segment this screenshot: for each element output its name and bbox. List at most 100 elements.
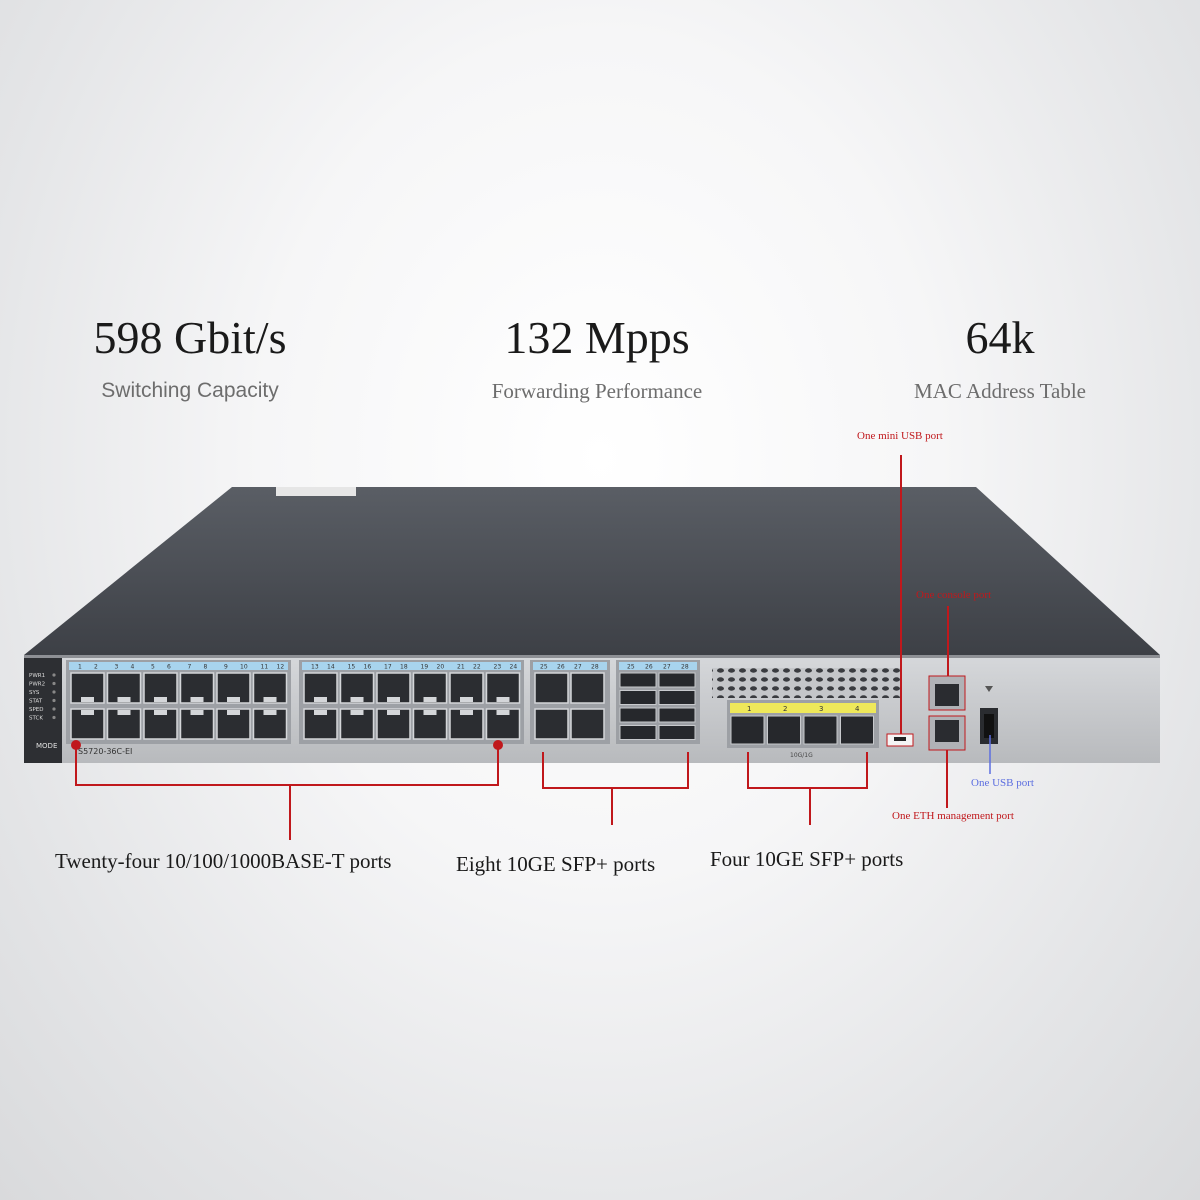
stat-value: 132 Mpps [504, 312, 690, 363]
rj45-latch [350, 697, 364, 702]
led-label: PWR2 [29, 682, 45, 688]
port-number: 10 [240, 664, 248, 671]
port-number: 27 [663, 664, 671, 671]
port-number: 9 [224, 664, 228, 671]
callout-usb: One USB port [971, 777, 1034, 789]
rj45-latch [227, 697, 240, 702]
rj45-latch [350, 710, 364, 715]
port-number: 2 [783, 705, 787, 713]
rj45-port [534, 708, 569, 740]
led-label: STCK [29, 716, 43, 722]
port-number: 8 [204, 664, 208, 671]
sfp-cage [619, 690, 657, 705]
label-sfp-eight: Eight 10GE SFP+ ports [456, 852, 656, 876]
port-number: 16 [364, 664, 372, 671]
port-number: 17 [384, 664, 392, 671]
port-number: 22 [473, 664, 481, 671]
led-indicator [52, 715, 56, 720]
mode-label: MODE [36, 742, 57, 750]
rj45-port [534, 672, 569, 704]
port-number: 23 [494, 664, 502, 671]
port-number-strip [302, 662, 521, 670]
label-sfp-four: Four 10GE SFP+ ports [710, 847, 904, 871]
port-number: 26 [557, 664, 565, 671]
port-number: 28 [591, 664, 599, 671]
callout-console: One console port [916, 589, 992, 601]
sfp-cage [619, 725, 657, 740]
port-number: 25 [540, 664, 548, 671]
led-label: SPED [29, 707, 44, 713]
rj45-latch [117, 710, 131, 715]
rj45-latch [81, 697, 94, 702]
port-number-strip [69, 662, 288, 670]
port-number-strip [619, 662, 697, 670]
port-number: 6 [167, 664, 171, 671]
led-indicator [52, 681, 56, 686]
sfp-cage [619, 672, 657, 688]
speed-label: 10G/1G [790, 752, 813, 759]
led-indicator [52, 690, 56, 694]
port-number: 14 [327, 664, 335, 671]
rj45-port [376, 708, 411, 740]
rj45-latch [387, 697, 400, 702]
chassis-label-sticker [276, 487, 356, 496]
port-number: 15 [348, 664, 356, 671]
callout-lines [75, 455, 949, 840]
sfp-cage [658, 707, 696, 723]
sfp-cage [619, 707, 657, 723]
stat-value: 598 Gbit/s [93, 312, 287, 363]
rj45-latch [460, 697, 473, 702]
stat-switching-capacity: 598 Gbit/s Switching Capacity [20, 315, 360, 403]
led-indicator [52, 707, 56, 711]
label-copper-ports: Twenty-four 10/100/1000BASE-T ports [55, 849, 392, 873]
led-indicator [52, 698, 56, 703]
rj45-latch [190, 710, 204, 715]
port-number: 1 [78, 664, 82, 671]
led-indicator [52, 673, 56, 677]
stat-forwarding-performance: 132 Mpps Forwarding Performance [427, 315, 767, 404]
port-number-strip [533, 662, 607, 670]
sfp-cage [730, 715, 765, 745]
led-label: PWR1 [29, 673, 45, 679]
port-number: 13 [311, 664, 319, 671]
rj45-latch [496, 710, 510, 715]
sfp-cage [658, 725, 696, 740]
sfp-cage [658, 672, 696, 688]
rj45-latch [314, 710, 327, 715]
model-label: S5720-36C-EI [78, 747, 132, 756]
port-number: 26 [645, 664, 653, 671]
stat-label: Forwarding Performance [491, 379, 703, 403]
port-number: 2 [94, 664, 98, 671]
chassis-top [24, 487, 1160, 655]
sfp-cage [767, 715, 801, 745]
port-number: 24 [510, 664, 518, 671]
led-label: SYS [29, 690, 40, 696]
sfp-cage [803, 715, 838, 745]
vent-grille [712, 668, 900, 698]
rj45-port [570, 708, 605, 740]
rj45-latch [190, 697, 204, 702]
rj45-latch [81, 710, 94, 715]
sfp-cage [658, 690, 696, 705]
port-number: 4 [131, 664, 135, 671]
rj45-latch [423, 697, 437, 702]
port-number: 3 [819, 705, 823, 713]
port-number: 25 [627, 664, 635, 671]
stat-label: MAC Address Table [914, 379, 1086, 403]
port-number: 20 [437, 664, 445, 671]
rj45-latch [117, 697, 131, 702]
port-number: 11 [261, 664, 269, 671]
rj45-latch [227, 710, 240, 715]
port-number: 7 [188, 664, 192, 671]
rj45-latch [154, 697, 167, 702]
port-number: 3 [115, 664, 119, 671]
rj45-latch [154, 710, 167, 715]
stat-mac-table: 64k MAC Address Table [830, 315, 1170, 404]
port-number: 1 [747, 705, 751, 713]
